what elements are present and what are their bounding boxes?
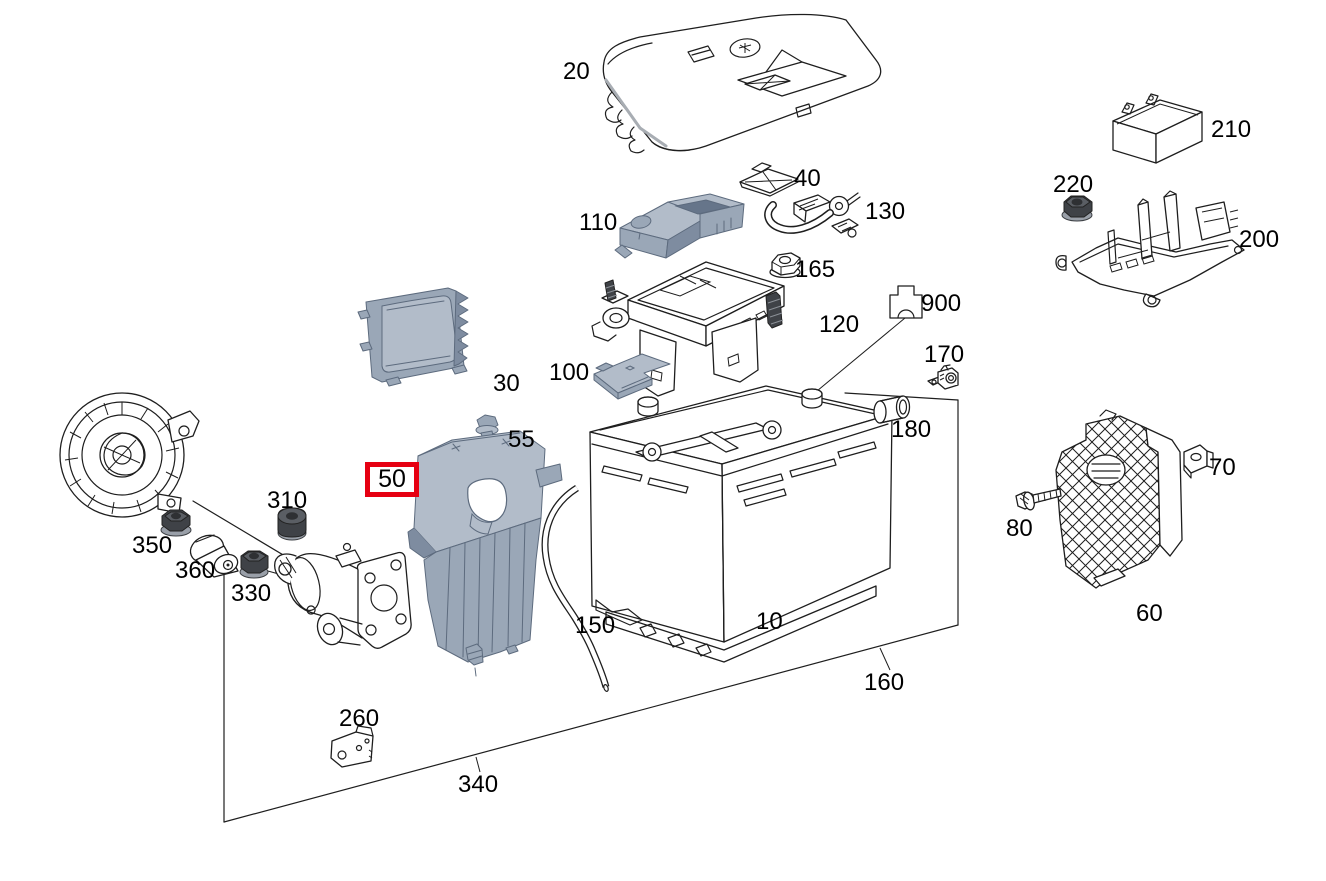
part-battery-cable-130[interactable] — [764, 192, 861, 238]
part-vent-fitting-180[interactable] — [873, 395, 911, 424]
symbol-connector-900[interactable] — [889, 285, 923, 319]
callout-110[interactable]: 110 — [579, 209, 618, 236]
part-aux-battery-210[interactable] — [1112, 93, 1203, 164]
battery-vent-caps — [637, 388, 823, 417]
part-battery-tray-200[interactable] — [1055, 190, 1245, 308]
callout-900[interactable]: 900 — [921, 290, 962, 317]
callout-50-highlighted[interactable]: 50 — [365, 462, 419, 497]
callout-310[interactable]: 310 — [267, 487, 308, 514]
battery-handle — [635, 420, 782, 462]
callout-260[interactable]: 260 — [339, 705, 380, 732]
callout-130[interactable]: 130 — [865, 198, 906, 225]
part-nut-165[interactable] — [769, 252, 801, 279]
callout-55[interactable]: 55 — [508, 426, 535, 453]
callout-10[interactable]: 10 — [756, 608, 783, 635]
part-lattice-bracket-60[interactable] — [1055, 409, 1183, 589]
callout-150[interactable]: 150 — [575, 612, 616, 639]
part-screw-80[interactable] — [1015, 488, 1062, 511]
callout-30[interactable]: 30 — [493, 370, 520, 397]
part-nut-330[interactable] — [239, 550, 269, 579]
part-terminal-lid-40[interactable] — [739, 162, 799, 197]
callout-170[interactable]: 170 — [924, 341, 965, 368]
part-battery-10[interactable] — [589, 385, 893, 663]
callout-80[interactable]: 80 — [1006, 515, 1033, 542]
part-clip-nut-70[interactable] — [1183, 444, 1214, 479]
callout-330[interactable]: 330 — [231, 580, 272, 607]
callout-100[interactable]: 100 — [549, 359, 590, 386]
callout-160[interactable]: 160 — [864, 669, 905, 696]
callout-360[interactable]: 360 — [175, 557, 216, 584]
part-starter-motor[interactable] — [274, 542, 412, 649]
part-cover-plate-100[interactable] — [593, 353, 671, 400]
callout-70[interactable]: 70 — [1209, 454, 1236, 481]
battery-side-slots — [601, 441, 877, 507]
part-nut-350[interactable] — [160, 509, 192, 537]
callout-200[interactable]: 200 — [1239, 226, 1280, 253]
part-nut-310[interactable] — [277, 507, 307, 541]
callout-220[interactable]: 220 — [1053, 171, 1094, 198]
callout-40[interactable]: 40 — [794, 165, 821, 192]
callout-180[interactable]: 180 — [891, 416, 932, 443]
part-battery-sensor-170[interactable] — [927, 364, 959, 390]
callout-210[interactable]: 210 — [1211, 116, 1252, 143]
part-cap-360[interactable] — [186, 531, 240, 578]
part-terminal-cover-110[interactable] — [614, 193, 745, 259]
part-bracket-260[interactable] — [330, 725, 374, 768]
part-bracket-50[interactable] — [407, 430, 563, 677]
callout-120[interactable]: 120 — [819, 311, 860, 338]
callout-20[interactable]: 20 — [563, 58, 590, 85]
part-control-module-30[interactable] — [357, 287, 469, 387]
part-alternator[interactable] — [59, 392, 200, 518]
callout-350[interactable]: 350 — [132, 532, 173, 559]
callout-165[interactable]: 165 — [795, 256, 836, 283]
callout-60[interactable]: 60 — [1136, 600, 1163, 627]
part-vent-hose-150[interactable] — [541, 485, 610, 692]
part-battery-cover-20[interactable] — [602, 13, 882, 154]
callout-340[interactable]: 340 — [458, 771, 499, 798]
part-nut-220[interactable] — [1061, 195, 1093, 222]
